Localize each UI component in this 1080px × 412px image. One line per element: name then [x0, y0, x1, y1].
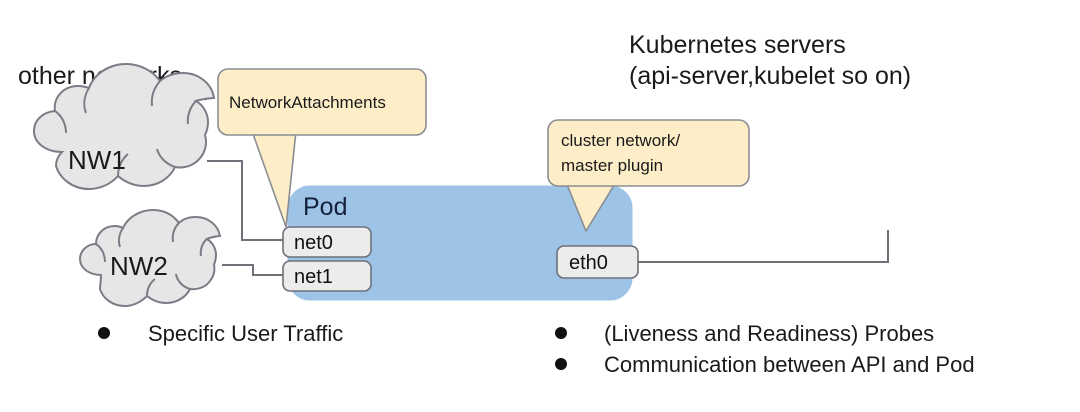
- interface-net0-label: net0: [294, 232, 333, 254]
- cloud-nw1-lobe-2: [150, 80, 161, 107]
- interface-net1-label: net1: [294, 266, 333, 288]
- kubernetes-servers-heading-line2: (api-server,kubelet so on): [629, 62, 911, 90]
- cloud-nw2-shape: [78, 208, 222, 308]
- callout-network-attachments-label: NetworkAttachments: [229, 93, 386, 112]
- cloud-nw1-lobe-5: [156, 148, 176, 168]
- cloud-nw1: NW1: [32, 62, 216, 191]
- callout-network-attachments: NetworkAttachments: [217, 68, 427, 228]
- bullet-list-left: Specific User Traffic: [98, 321, 343, 346]
- interface-net0: net0: [282, 226, 372, 258]
- cloud-nw2-label: NW2: [110, 251, 168, 281]
- cloud-nw2-lobe-6: [146, 278, 156, 297]
- cloud-nw2-lobe-4: [95, 243, 106, 263]
- callout-network-attachments-box: [217, 68, 427, 136]
- connector-nw2-to-net1: [222, 264, 285, 276]
- cloud-nw1-lobe-1: [83, 87, 90, 114]
- cloud-nw1-lobe-6: [117, 153, 129, 177]
- callout-cluster-network-line1: cluster network/: [561, 131, 680, 150]
- pod-container: Pod: [287, 185, 633, 301]
- callout-cluster-network-line2: master plugin: [561, 156, 663, 175]
- connector-eth0-to-k8s-servers: [636, 230, 889, 263]
- connector-nw1-to-net0: [207, 160, 285, 241]
- bullet-dot-icon: [555, 358, 567, 370]
- bullet-list-right: (Liveness and Readiness) Probes Communic…: [555, 321, 975, 377]
- interface-net1-box: [282, 260, 372, 292]
- cloud-nw2-lobe-5: [175, 273, 191, 290]
- callout-cluster-network-box: [547, 119, 750, 187]
- cloud-nw1-lobe-3: [186, 100, 197, 125]
- cloud-nw2-lobe-2: [171, 222, 180, 243]
- bullet-right-item-0: (Liveness and Readiness) Probes: [604, 321, 934, 346]
- bullet-left-item-0: Specific User Traffic: [148, 321, 343, 346]
- pod-label: Pod: [303, 193, 347, 221]
- interface-eth0: eth0: [556, 245, 639, 279]
- callout-cluster-network: cluster network/ master plugin: [547, 119, 750, 233]
- bullet-dot-icon: [98, 327, 110, 339]
- interface-eth0-box: [556, 245, 639, 279]
- cloud-nw1-shape: [32, 62, 216, 191]
- interface-eth0-label: eth0: [569, 252, 608, 274]
- kubernetes-servers-heading-line1: Kubernetes servers: [629, 31, 846, 59]
- bullet-dot-icon: [555, 327, 567, 339]
- cloud-nw2-lobe-3: [199, 238, 208, 257]
- interface-net1: net1: [282, 260, 372, 292]
- cloud-nw2: NW2: [78, 208, 222, 308]
- cloud-nw2-lobe-1: [118, 227, 124, 248]
- bullet-right-item-1: Communication between API and Pod: [604, 352, 975, 377]
- cloud-nw1-label: NW1: [68, 145, 126, 175]
- cloud-nw1-lobe-4: [54, 110, 67, 134]
- interface-net0-box: [282, 226, 372, 258]
